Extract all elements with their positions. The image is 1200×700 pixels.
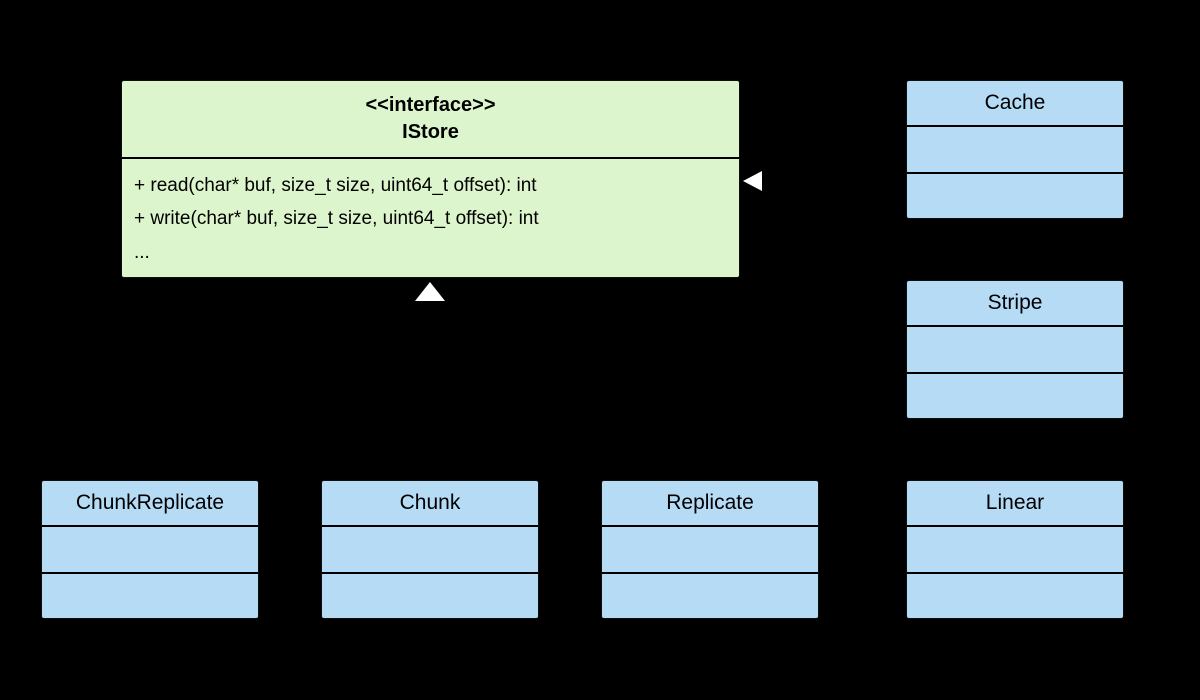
class-name-linear: Linear bbox=[985, 491, 1045, 515]
class-box-replicate[interactable]: Replicate bbox=[601, 480, 819, 619]
class-box-stripe[interactable]: Stripe bbox=[906, 280, 1124, 419]
class-title-compartment-chunkreplicate: ChunkReplicate bbox=[42, 481, 258, 527]
filled-triangle-up-icon bbox=[415, 282, 445, 301]
class-operations-compartment-linear bbox=[907, 574, 1123, 618]
class-title-compartment-chunk: Chunk bbox=[322, 481, 538, 527]
class-attributes-compartment-linear bbox=[907, 527, 1123, 574]
class-title-compartment-stripe: Stripe bbox=[907, 281, 1123, 327]
class-title-compartment-replicate: Replicate bbox=[602, 481, 818, 527]
class-box-linear[interactable]: Linear bbox=[906, 480, 1124, 619]
class-operations-compartment-cache bbox=[907, 174, 1123, 218]
class-attributes-compartment-chunkreplicate bbox=[42, 527, 258, 574]
hollow-triangle-left-icon bbox=[743, 171, 762, 191]
class-attributes-compartment-replicate bbox=[602, 527, 818, 574]
class-name-chunkreplicate: ChunkReplicate bbox=[75, 491, 225, 515]
class-name-stripe: Stripe bbox=[987, 291, 1043, 315]
connector-line-vertical bbox=[429, 301, 431, 481]
interface-title-compartment: <<interface>> IStore bbox=[122, 81, 739, 159]
class-title-compartment-cache: Cache bbox=[907, 81, 1123, 127]
class-operations-compartment-stripe bbox=[907, 374, 1123, 418]
class-attributes-compartment-stripe bbox=[907, 327, 1123, 374]
operation-read: + read(char* buf, size_t size, uint64_t … bbox=[134, 175, 537, 196]
operation-ellipsis: ... bbox=[134, 241, 150, 263]
class-name-cache: Cache bbox=[984, 91, 1046, 115]
class-name-replicate: Replicate bbox=[666, 491, 754, 515]
class-attributes-compartment-chunk bbox=[322, 527, 538, 574]
class-operations-compartment-chunk bbox=[322, 574, 538, 618]
interface-operations-compartment: + read(char* buf, size_t size, uint64_t … bbox=[122, 159, 739, 277]
class-operations-compartment-replicate bbox=[602, 574, 818, 618]
interface-istore[interactable]: <<interface>> IStore + read(char* buf, s… bbox=[121, 80, 740, 278]
connector-line-horizontal bbox=[762, 180, 906, 182]
class-box-cache[interactable]: Cache bbox=[906, 80, 1124, 219]
class-box-chunkreplicate[interactable]: ChunkReplicate bbox=[41, 480, 259, 619]
class-box-chunk[interactable]: Chunk bbox=[321, 480, 539, 619]
class-name-chunk: Chunk bbox=[399, 491, 461, 515]
class-attributes-compartment-cache bbox=[907, 127, 1123, 174]
interface-name: IStore bbox=[402, 121, 459, 143]
interface-stereotype: <<interface>> bbox=[365, 94, 496, 116]
class-title-compartment-linear: Linear bbox=[907, 481, 1123, 527]
operation-write: + write(char* buf, size_t size, uint64_t… bbox=[134, 208, 539, 230]
class-operations-compartment-chunkreplicate bbox=[42, 574, 258, 618]
